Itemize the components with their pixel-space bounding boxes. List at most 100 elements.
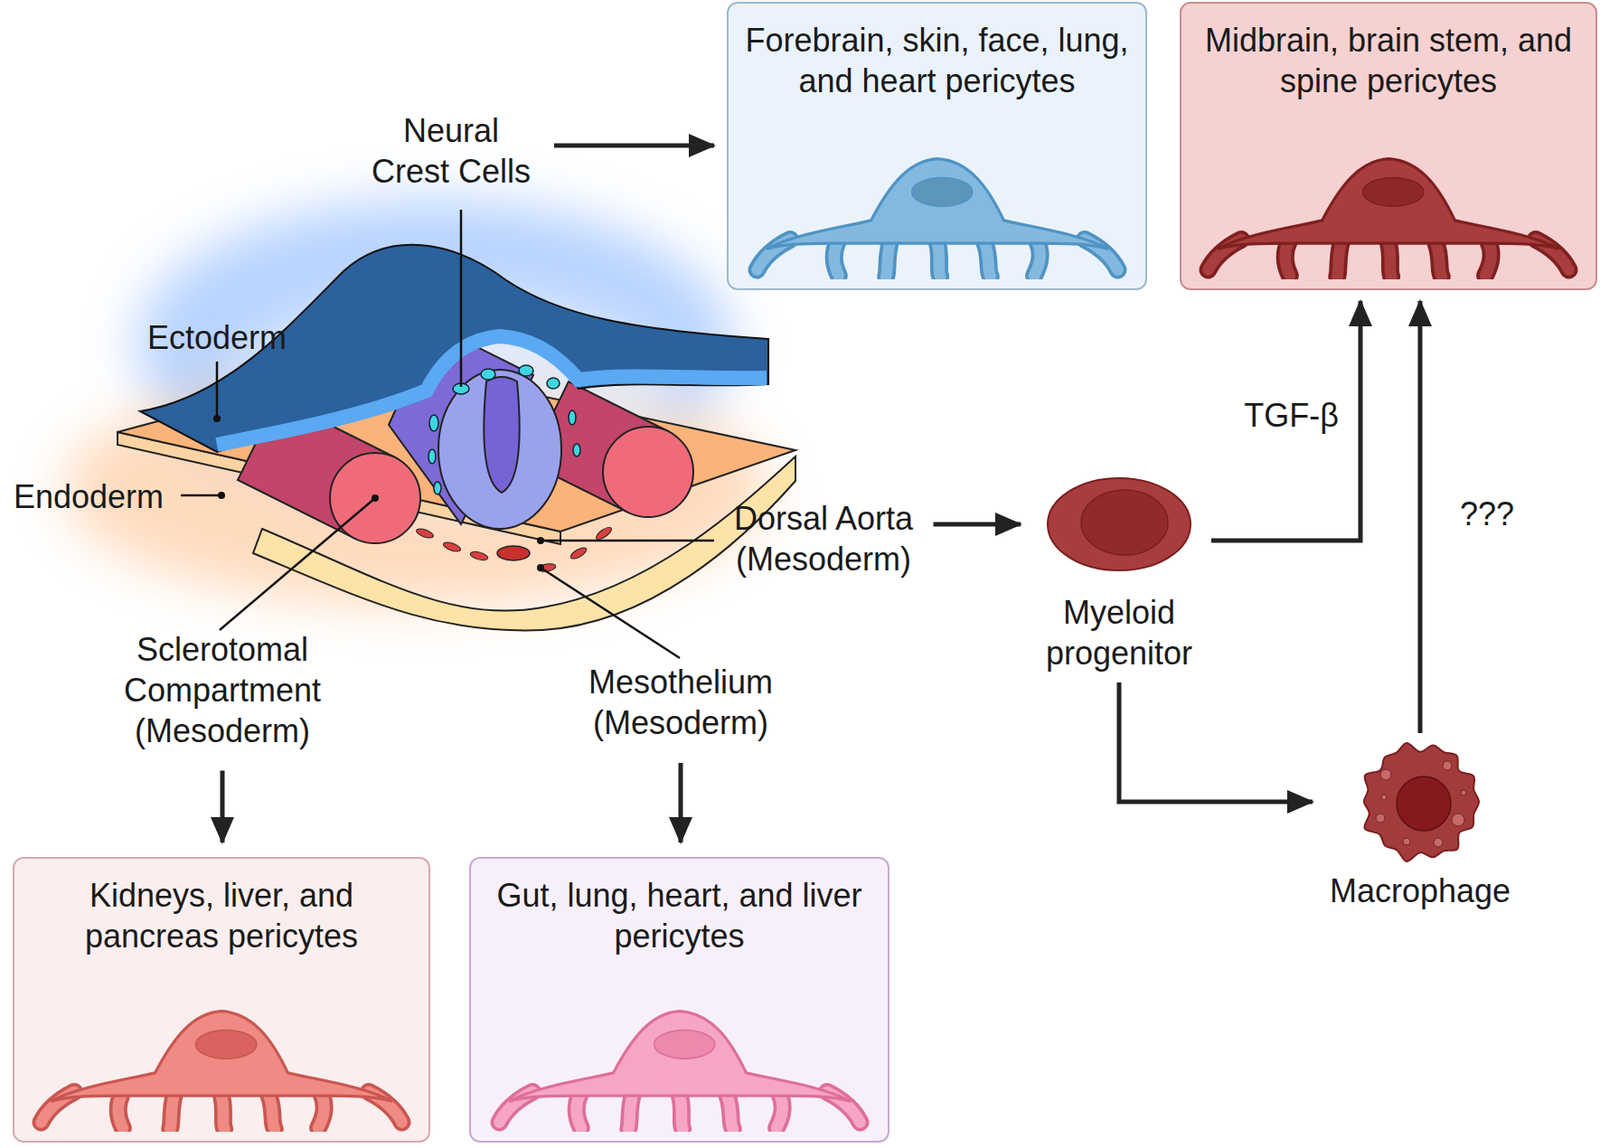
pericyte-process xyxy=(984,243,990,277)
vesicle xyxy=(1460,790,1467,796)
pericyte-process xyxy=(318,1093,325,1129)
pericyte-process xyxy=(269,1095,275,1130)
node-text: Mesothelium (Mesoderm) xyxy=(579,661,783,744)
pericyte-process xyxy=(1285,241,1290,276)
pericyte-process xyxy=(118,1093,123,1129)
pericyte-process xyxy=(169,1095,174,1130)
tube-face xyxy=(438,369,562,529)
pericyte-process xyxy=(776,1093,783,1129)
pericyte-process xyxy=(1436,243,1442,277)
glow xyxy=(63,198,769,606)
leader-dots xyxy=(213,414,545,572)
leader-line xyxy=(540,539,715,543)
cell-body xyxy=(1047,478,1191,571)
crest-cell xyxy=(546,377,560,389)
edge-label: TGF-β xyxy=(1240,395,1343,436)
vessel xyxy=(594,525,614,542)
crest-cell xyxy=(433,481,442,495)
vessel xyxy=(414,527,435,540)
pericyte-process xyxy=(679,1095,683,1130)
pericyte-cell xyxy=(747,127,1128,280)
node-text: Macrophage xyxy=(1316,870,1525,912)
node-text: Sclerotomal Compartment (Mesoderm) xyxy=(113,629,331,752)
leader-line xyxy=(216,361,219,419)
pericyte-process xyxy=(679,1095,683,1130)
leader-dot xyxy=(371,494,379,502)
arrow-connector xyxy=(1211,301,1361,541)
crest-cell xyxy=(480,368,496,380)
crest-cell xyxy=(568,410,576,425)
vessel xyxy=(568,545,588,562)
arrow-connector xyxy=(1119,682,1313,802)
arrow-connector xyxy=(678,762,684,843)
pericyte-process xyxy=(885,243,890,277)
pericyte-process xyxy=(1336,243,1341,277)
pericyte-box: Midbrain, brain stem, and spine pericyte… xyxy=(1179,1,1598,291)
vesicle xyxy=(1451,813,1465,827)
leader-line xyxy=(460,209,463,387)
vesicle xyxy=(1402,837,1411,846)
pericyte-process xyxy=(1388,243,1392,277)
node-text: Dorsal Aorta (Mesoderm) xyxy=(726,498,922,580)
cell-nucleus xyxy=(1081,489,1168,556)
pericyte-process xyxy=(118,1093,123,1129)
leader-dot xyxy=(536,564,545,572)
vesicle xyxy=(1442,761,1452,771)
pericyte-process xyxy=(318,1093,325,1129)
crest-cell xyxy=(429,414,439,432)
tube-lumen xyxy=(483,376,519,493)
pericyte-process xyxy=(1034,241,1041,276)
node-text: Forebrain, skin, face, lung, and heart p… xyxy=(738,19,1137,102)
pericyte-process xyxy=(1336,243,1341,277)
cell-body xyxy=(1364,743,1479,862)
node-text: Midbrain, brain stem, and spine pericyte… xyxy=(1189,19,1588,102)
pericyte-process xyxy=(1285,241,1290,276)
pericyte-box: Gut, lung, heart, and liver pericytes xyxy=(469,856,890,1143)
leader-lines xyxy=(180,209,715,659)
layer-label: Endoderm xyxy=(13,476,164,518)
pericyte-process xyxy=(628,1095,632,1130)
pericyte-process xyxy=(628,1095,632,1130)
layer-label: Ectoderm xyxy=(147,317,287,358)
cell-node: Macrophage xyxy=(1316,736,1525,912)
pericyte-body xyxy=(508,1011,851,1102)
pericyte-body xyxy=(50,1011,393,1102)
leader-dot xyxy=(213,414,221,423)
pericyte-process xyxy=(221,1095,225,1130)
pericyte-box: Forebrain, skin, face, lung, and heart p… xyxy=(726,1,1148,291)
somite-face xyxy=(329,452,421,544)
pericyte-body xyxy=(1217,159,1560,250)
leader-dot xyxy=(536,536,545,545)
cell-node: Myeloid progenitor xyxy=(1024,474,1215,674)
node-text: Kidneys, liver, and pancreas pericytes xyxy=(22,875,421,957)
pericyte-process xyxy=(1485,241,1492,276)
pericyte-process xyxy=(169,1095,174,1130)
pericyte-process xyxy=(575,1093,581,1129)
leader-line xyxy=(180,494,222,498)
pericyte-process xyxy=(726,1095,733,1130)
vesicle xyxy=(1433,837,1443,848)
leader-dot xyxy=(217,491,226,499)
pericyte-cell xyxy=(489,979,870,1132)
pericyte-body xyxy=(766,159,1109,250)
crest-cell xyxy=(518,365,534,377)
vessel xyxy=(469,550,489,563)
pericyte-process xyxy=(726,1095,733,1130)
vesicle xyxy=(1381,794,1387,800)
pericyte-process xyxy=(937,243,941,277)
leader-line xyxy=(219,498,376,631)
pericyte-process xyxy=(984,243,990,277)
node-text: Myeloid progenitor xyxy=(1024,592,1215,674)
ectoderm xyxy=(140,244,769,452)
macrophage-cell xyxy=(1316,736,1525,871)
somite-face xyxy=(602,426,694,518)
pericyte-process xyxy=(221,1095,225,1130)
pericyte-process xyxy=(1034,241,1041,276)
pericyte-process xyxy=(269,1095,275,1130)
pericyte-cell xyxy=(1198,127,1579,280)
pericyte-process xyxy=(1436,243,1442,277)
pericyte-process xyxy=(885,243,890,277)
pericyte-process xyxy=(833,241,838,276)
arrow-connector xyxy=(1418,301,1423,734)
